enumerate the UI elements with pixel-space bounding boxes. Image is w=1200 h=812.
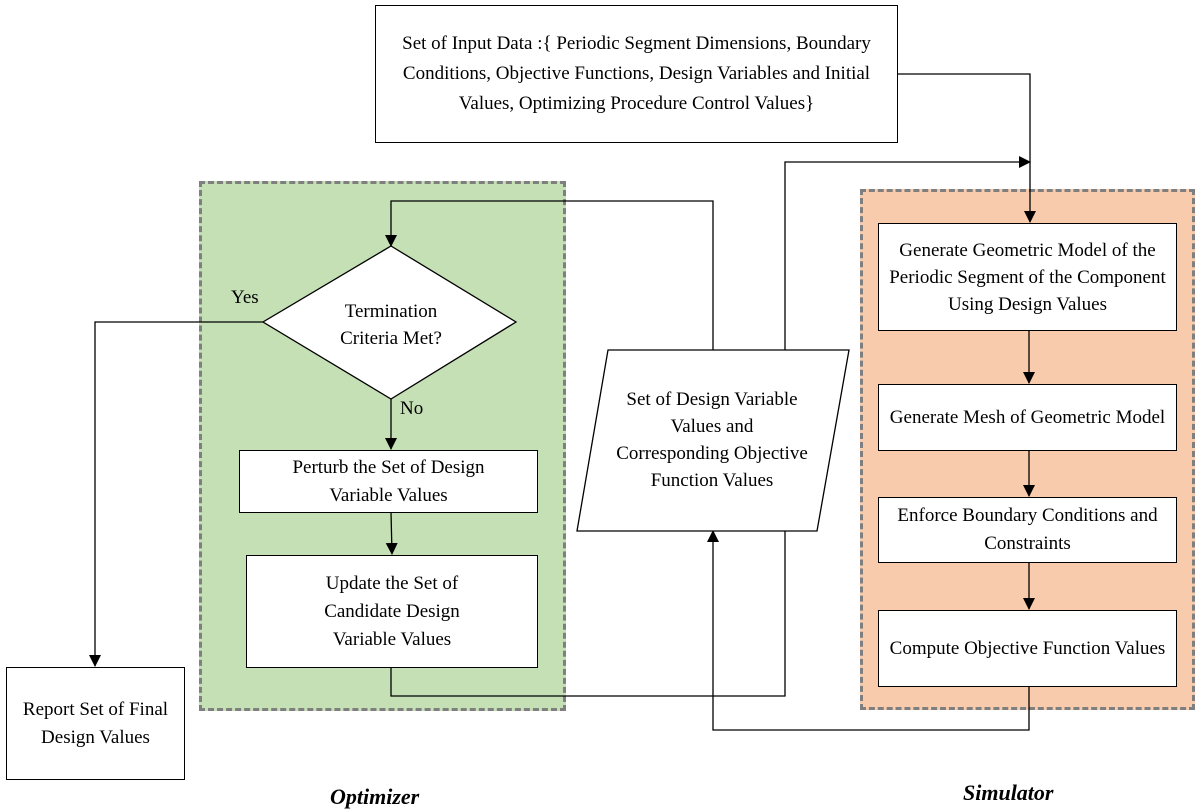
boundary-box: Enforce Boundary Conditions and Constrai… [878,497,1177,563]
geometry-text: Generate Geometric Model of the Periodic… [889,239,1166,315]
optimizer-title: Optimizer [330,784,420,809]
update-box: Update the Set of Candidate Design Varia… [246,555,538,668]
decision-text: Termination Criteria Met? [340,301,442,349]
perturb-text: Perturb the Set of Design Variable Value… [292,456,485,506]
yes-label: Yes [231,287,259,308]
mesh-box: Generate Mesh of Geometric Model [878,384,1177,451]
no-label: No [400,398,424,419]
update-text: Update the Set of Candidate Design Varia… [324,572,460,650]
input-data-box: Set of Input Data :{ Periodic Segment Di… [375,5,898,143]
data-set-parallelogram [576,349,850,532]
input-data-text: Set of Input Data :{ Periodic Segment Di… [402,33,871,114]
report-box: Report Set of Final Design Values [6,667,185,780]
decision-text-wrap: Termination Criteria Met? [318,285,464,365]
compute-text: Compute Objective Function Values [889,637,1166,659]
simulator-title: Simulator [963,780,1054,805]
decision-diamond [261,245,518,400]
arrow-update-to-simulator [390,156,1031,697]
perturb-box: Perturb the Set of Design Variable Value… [239,450,538,513]
arrow-perturb-to-update [385,511,398,555]
arrow-compute-to-dataset [707,530,1030,731]
arrow-dataset-to-decision [385,200,714,350]
geometry-box: Generate Geometric Model of the Periodic… [878,223,1177,331]
arrow-input-to-simulator [898,73,1036,223]
arrow-yes-to-report [89,321,263,667]
boundary-text: Enforce Boundary Conditions and Constrai… [897,505,1158,554]
data-set-text-wrap: Set of Design Variable Values and Corres… [612,370,812,510]
mesh-text: Generate Mesh of Geometric Model [889,406,1166,428]
data-set-text: Set of Design Variable Values and Corres… [616,389,808,491]
compute-box: Compute Objective Function Values [878,610,1177,687]
report-text: Report Set of Final Design Values [22,698,169,748]
